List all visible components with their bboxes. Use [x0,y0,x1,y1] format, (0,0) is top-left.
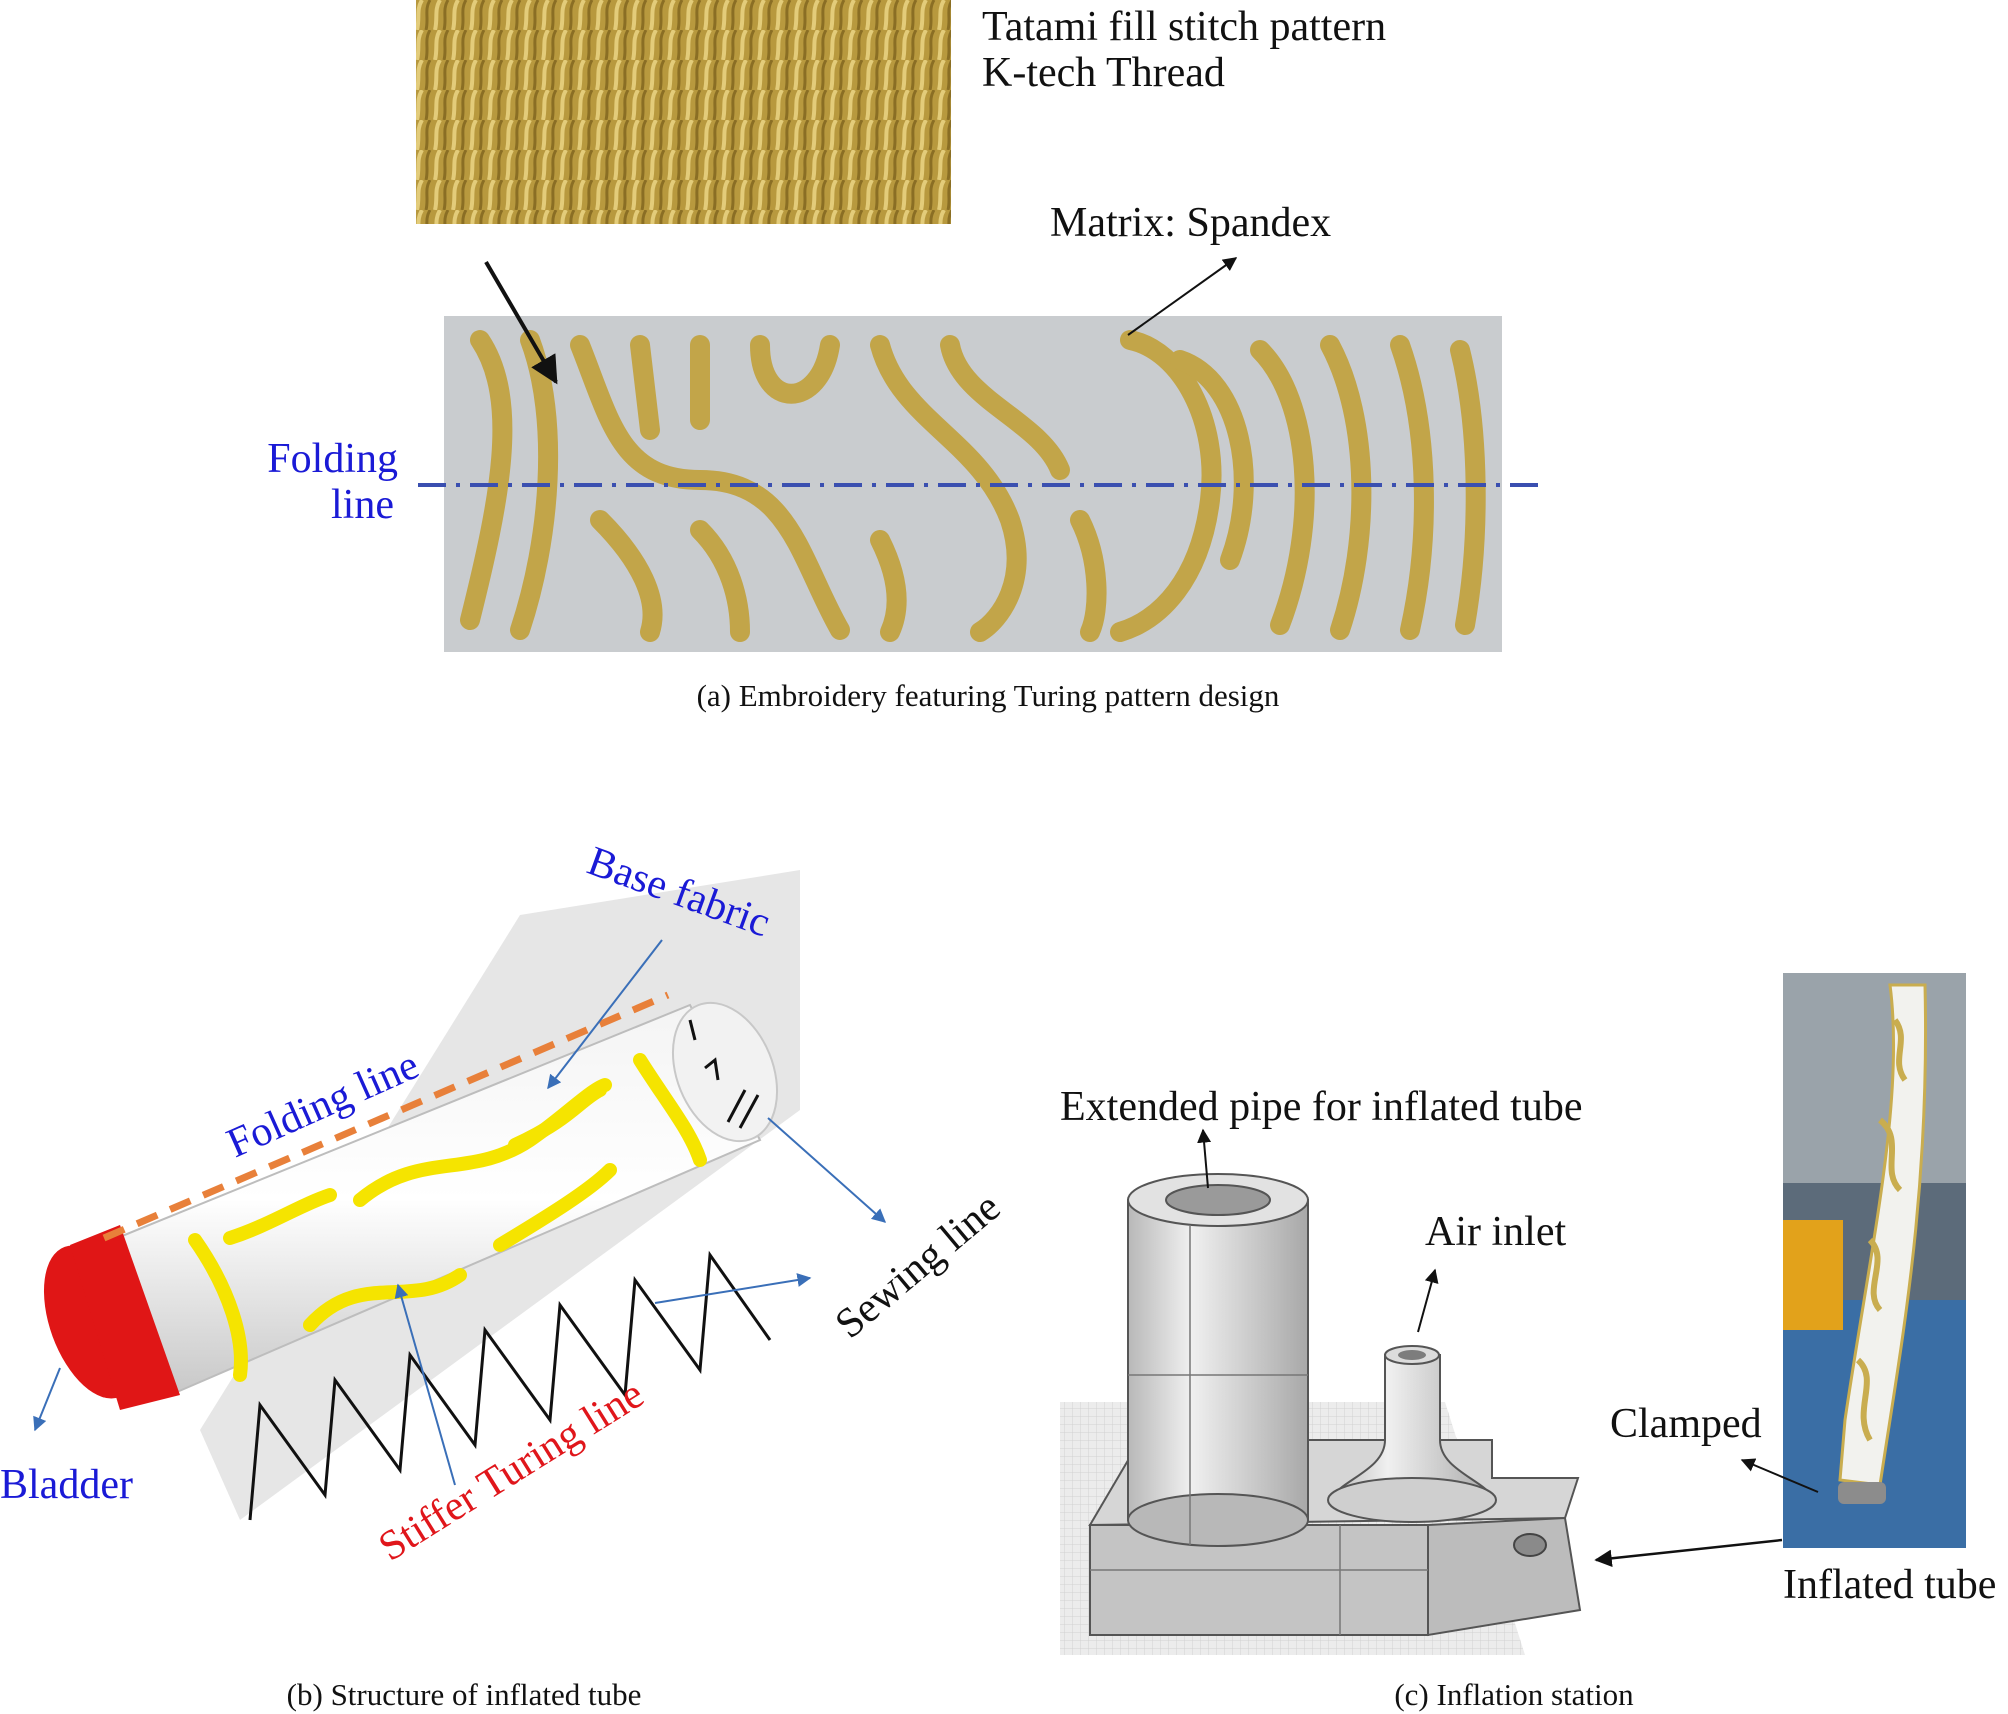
station-arrow [1594,1538,1783,1568]
sewing-line-label: Sewing line [827,1184,1009,1347]
matrix-arrow [1127,257,1238,336]
sewing-zigzag [248,1250,772,1521]
inflated-tube-label: Inflated tube [1783,1562,1996,1608]
folding-label-line1: Folding [267,436,398,482]
panel-a: Tatami fill stitch pattern K-tech Thread… [267,0,1548,713]
folding-line-b [102,991,670,1242]
inlet-arrow [1417,1268,1439,1333]
stitch-pattern-label: Tatami fill stitch pattern [982,4,1386,50]
matrix-label: Matrix: Spandex [1050,200,1331,246]
bladder-body [70,1225,180,1410]
stiffer-turing-label: Stiffer Turing line [371,1371,652,1570]
caption-c: (c) Inflation station [1394,1677,1634,1712]
extended-pipe [1127,1199,1309,1521]
panel-b-arrows [33,939,887,1486]
thread-label: K-tech Thread [982,50,1225,96]
caption-a: (a) Embroidery featuring Turing pattern … [697,678,1280,713]
inflated-tube-photo [1783,973,1966,1548]
panel-b: Base fabric Folding line Sewing line Bla… [0,838,1009,1712]
bladder-label: Bladder [0,1462,133,1508]
air-inlet-label: Air inlet [1425,1209,1566,1255]
folding-label-line2: line [331,482,394,528]
stitch-ticks [688,1019,760,1129]
base-block-tab [1427,1516,1582,1637]
caption-b: (b) Structure of inflated tube [287,1677,642,1712]
clamped-label: Clamped [1610,1401,1762,1447]
stitch-arrow [484,260,558,385]
extended-pipe-label: Extended pipe for inflated tube [1060,1084,1582,1130]
stitch-closeup-image [416,0,951,224]
clamped-arrow [1740,1458,1819,1493]
stiffer-turing-lines [188,1053,707,1382]
pipe-arrow [1197,1128,1212,1189]
panel-c: Extended pipe for inflated tube Air inle… [1060,973,1996,1712]
mount-hole [1513,1533,1547,1557]
